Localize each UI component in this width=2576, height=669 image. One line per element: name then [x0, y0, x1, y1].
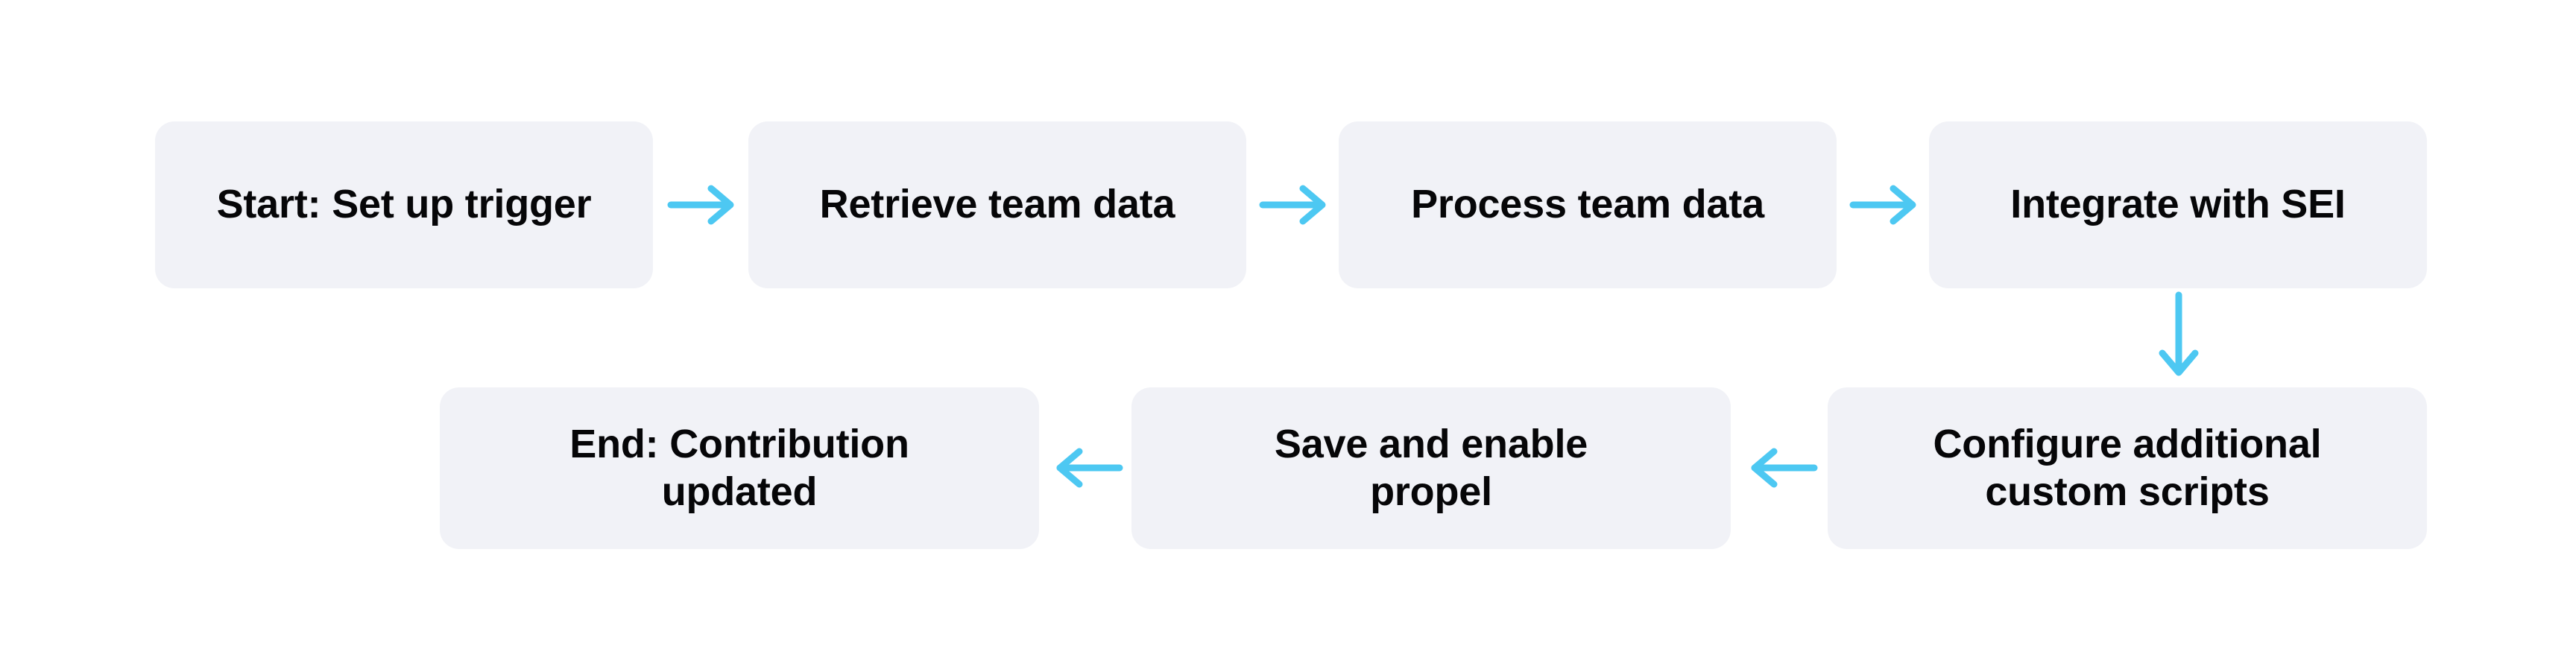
flow-node-end-contribution-updated[interactable]: End: Contribution updated [440, 387, 1039, 549]
flow-node-label: Configure additional custom scripts [1933, 421, 2322, 514]
arrow-down-icon-integrate-to-configure [2156, 291, 2201, 378]
flow-node-retrieve-team-data[interactable]: Retrieve team data [748, 121, 1246, 288]
flow-node-label: End: Contribution updated [569, 421, 909, 514]
flow-node-label: Save and enable propel [1274, 421, 1588, 514]
flow-node-label: Start: Set up trigger [216, 182, 592, 227]
flow-node-save-and-enable-propel[interactable]: Save and enable propel [1131, 387, 1731, 549]
flow-node-start-set-up-trigger[interactable]: Start: Set up trigger [155, 121, 653, 288]
flow-node-label: Process team data [1411, 182, 1764, 227]
flow-node-configure-additional-custom-scripts[interactable]: Configure additional custom scripts [1828, 387, 2427, 549]
flow-node-label: Retrieve team data [819, 182, 1175, 227]
flow-node-integrate-with-sei[interactable]: Integrate with SEI [1929, 121, 2427, 288]
arrow-right-icon-retrieve-to-process [1259, 183, 1328, 227]
arrow-left-icon-save-to-end [1046, 446, 1123, 490]
flow-node-process-team-data[interactable]: Process team data [1339, 121, 1837, 288]
flow-node-label: Integrate with SEI [2010, 182, 2346, 227]
arrow-left-icon-configure-to-save [1741, 446, 1818, 490]
arrow-right-icon-start-to-retrieve [667, 183, 736, 227]
arrow-right-icon-process-to-integrate [1849, 183, 1919, 227]
